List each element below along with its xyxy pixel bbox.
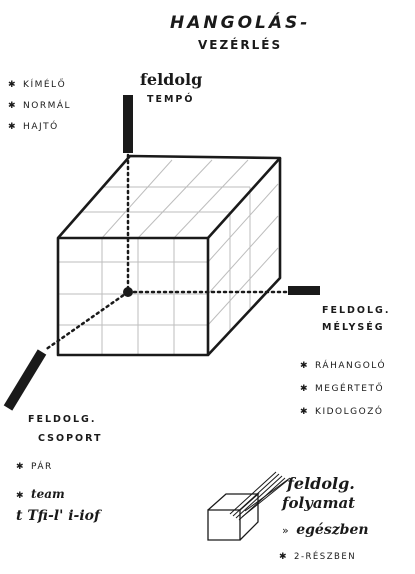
star-icon: ✱ <box>300 384 310 394</box>
star-icon: ✱ <box>8 122 18 132</box>
list-item: ✱2-RÉSZBEN <box>279 552 357 562</box>
cube-grid <box>58 159 279 355</box>
star-icon: ✱ <box>16 462 26 472</box>
group-axis-label: FELDOLG. <box>28 414 97 425</box>
tempo-axis-label-line2: TEMPÓ <box>147 94 195 105</box>
star-icon: ✱ <box>8 80 18 90</box>
star-icon: » <box>282 524 291 537</box>
list-item: ✱KÍMÉLŐ <box>8 80 67 90</box>
list-item: ✱RÁHANGOLÓ <box>300 361 387 371</box>
star-icon: ✱ <box>279 552 289 562</box>
right-axis-stub <box>288 286 320 295</box>
cube-outline <box>56 154 282 357</box>
list-item: ✱team <box>16 487 65 501</box>
star-icon: ✱ <box>300 407 310 417</box>
group-axis-label-line2: CSOPORT <box>38 433 103 444</box>
list-item: t Tfi-l' i-iof <box>16 508 101 524</box>
legend-line-1: feldolg. <box>287 474 355 493</box>
list-item: ✱MEGÉRTETŐ <box>300 384 385 394</box>
list-item: ✱HAJTÓ <box>8 122 59 132</box>
small-cube-icon <box>207 493 260 541</box>
depth-axis-label-line2: MÉLYSÉG <box>322 322 385 333</box>
star-icon: ✱ <box>8 101 18 111</box>
list-item: ✱PÁR <box>16 462 53 472</box>
vertical-axis-stub <box>123 95 133 153</box>
diagram-title-line2: VEZÉRLÉS <box>198 38 283 52</box>
legend-line-2: folyamat <box>282 494 356 512</box>
tempo-axis-label: feldolg <box>140 70 203 89</box>
list-item: ✱NORMÁL <box>8 101 72 111</box>
left-axis-stub <box>3 349 47 411</box>
origin-dot <box>123 287 133 297</box>
small-cube-hatch <box>229 471 291 521</box>
hidden-axes <box>43 153 290 352</box>
depth-axis-label: FELDOLG. <box>322 305 391 316</box>
star-icon: ✱ <box>300 361 310 371</box>
star-icon: ✱ <box>16 491 26 501</box>
list-item: ✱KIDOLGOZÓ <box>300 407 384 417</box>
diagram-title: HANGOLÁS- <box>170 13 311 33</box>
list-item: »egészben <box>282 522 369 538</box>
